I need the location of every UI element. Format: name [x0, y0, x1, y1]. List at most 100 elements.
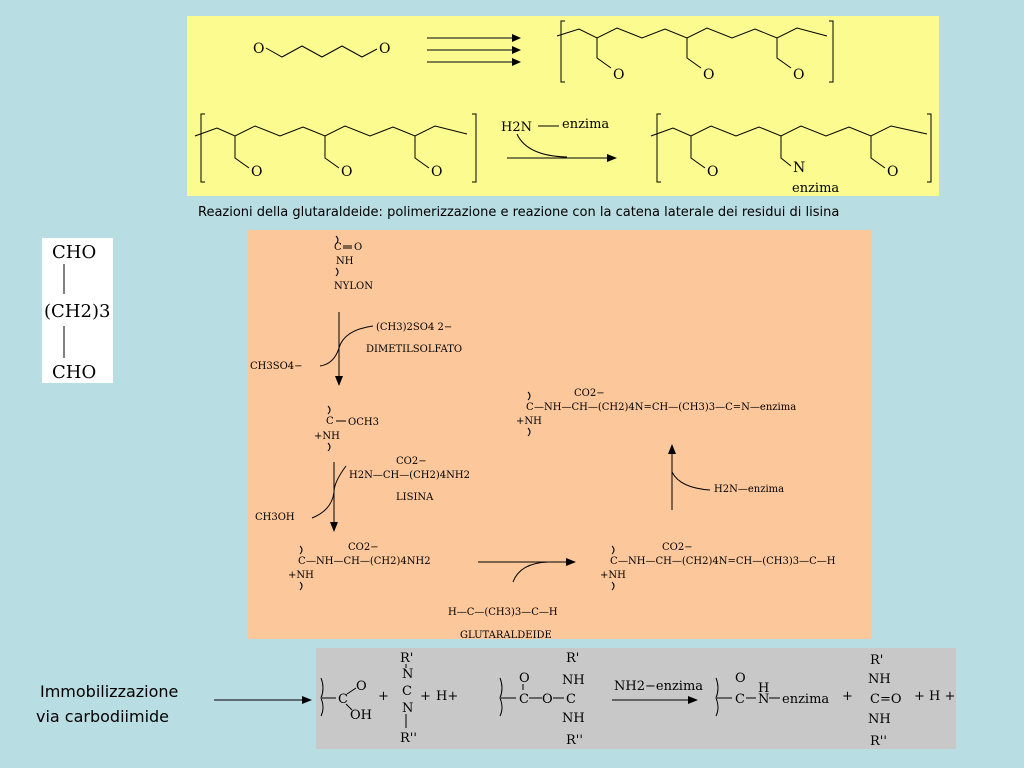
svg-text:R': R'	[870, 653, 883, 668]
urea-byproduct: R' NH C=O NH R''	[868, 653, 902, 749]
svg-text:OH: OH	[350, 708, 372, 723]
svg-text:+: +	[378, 689, 389, 704]
glutaraldehyde-formula-panel: CHO (CH2)3 CHO	[42, 238, 113, 383]
svg-text:enzima: enzima	[562, 117, 609, 132]
svg-text:CO2−: CO2−	[662, 542, 693, 553]
svg-text:+NH: +NH	[516, 416, 542, 427]
svg-text:O: O	[379, 41, 390, 57]
svg-text:O: O	[251, 164, 262, 180]
svg-text:O: O	[887, 164, 898, 180]
svg-text:+NH: +NH	[600, 570, 626, 581]
carbodiimide-diagram: C O OH + R' N C N R'' + H +	[320, 651, 955, 749]
ch2-group: (CH2)3	[44, 301, 110, 322]
svg-text:enzima: enzima	[792, 181, 839, 196]
svg-text:O: O	[542, 692, 553, 707]
carboxylic-acid: C O OH	[320, 677, 372, 723]
svg-text:OCH3: OCH3	[348, 417, 379, 428]
svg-text:N: N	[758, 692, 769, 707]
immobilization-label-2: via carbodiimide	[36, 707, 170, 726]
enzyme-reagent-arrow: NH2−enzima	[612, 679, 703, 704]
imidate-structure: C OCH3 +NH	[314, 405, 379, 452]
cho-bottom: CHO	[52, 362, 96, 383]
svg-text:CO2−: CO2−	[574, 388, 605, 399]
glutaraldehyde-step: H—C—(CH3)3—C—H GLUTARALDEIDE	[448, 558, 576, 639]
enzyme-linked-polymer: O N O enzima	[650, 113, 932, 196]
nylon-activation-diagram: C O NH NYLON (CH3)2SO4 2− DIMETILSOLFATO…	[250, 235, 836, 639]
svg-text:+: +	[420, 689, 431, 704]
svg-text:NH: NH	[868, 712, 891, 727]
carbodiimide-panel: C O OH + R' N C N R'' + H +	[316, 648, 956, 749]
svg-text:O: O	[703, 67, 714, 83]
svg-text:O: O	[519, 671, 530, 686]
svg-text:R'': R''	[400, 731, 417, 746]
svg-text:CO2−: CO2−	[348, 542, 379, 553]
polymerization-arrows	[427, 34, 521, 66]
glutaraldehyde-molecule: O O	[253, 41, 390, 58]
svg-text:N: N	[793, 160, 805, 176]
polymerization-panel: O O O O O O	[187, 16, 939, 196]
svg-text:H: H	[758, 681, 769, 696]
final-product: C —NH—CH—(CH2)4N=CH—(CH3)3—C=N—enzima CO…	[516, 388, 796, 437]
svg-text:LISINA: LISINA	[396, 492, 434, 503]
svg-text:C: C	[610, 556, 618, 567]
svg-text:+ H +: + H +	[914, 689, 955, 704]
enzyme-reaction-arrow: H2N enzima	[501, 117, 617, 162]
svg-text:C=O: C=O	[870, 692, 902, 707]
svg-text:NYLON: NYLON	[334, 281, 373, 292]
svg-text:CH3SO4−: CH3SO4−	[250, 361, 303, 372]
nylon-structure: C O NH NYLON	[334, 235, 373, 292]
svg-text:H2N—CH—(CH2)4NH2: H2N—CH—(CH2)4NH2	[349, 470, 470, 481]
schiff-base-intermediate: C —NH—CH—(CH2)4N=CH—(CH3)3—C—H CO2− +NH	[600, 542, 836, 591]
svg-text:—NH—CH—(CH2)4NH2: —NH—CH—(CH2)4NH2	[306, 556, 431, 567]
svg-text:O: O	[431, 164, 442, 180]
carbodiimide: R' N C N R''	[400, 651, 417, 746]
svg-text:GLUTARALDEIDE: GLUTARALDEIDE	[460, 630, 552, 639]
svg-text:O: O	[707, 164, 718, 180]
svg-text:NH: NH	[868, 672, 891, 687]
enzyme-coupling-step: H2N—enzima	[668, 444, 784, 510]
svg-text:H2N: H2N	[501, 120, 532, 135]
svg-text:C: C	[519, 692, 529, 707]
immobilization-label-1: Immobilizzazione	[40, 682, 179, 701]
svg-text:R'': R''	[870, 734, 887, 749]
svg-text:—NH—CH—(CH2)4N=CH—(CH3)3—C—H: —NH—CH—(CH2)4N=CH—(CH3)3—C—H	[618, 556, 836, 567]
svg-text:H—C—(CH3)3—C—H: H—C—(CH3)3—C—H	[448, 607, 558, 618]
o-acylisourea: C O O C R' NH NH R''	[499, 651, 585, 748]
svg-text:(CH3)2SO4 2−: (CH3)2SO4 2−	[376, 322, 452, 333]
amidine-intermediate: C —NH—CH—(CH2)4NH2 CO2− +NH	[288, 542, 431, 591]
svg-text:C: C	[735, 692, 745, 707]
svg-text:C: C	[402, 684, 412, 699]
cho-top: CHO	[52, 242, 96, 263]
svg-text:R': R'	[400, 651, 413, 666]
svg-text:O: O	[253, 41, 264, 57]
svg-text:C: C	[326, 416, 334, 427]
svg-text:+NH: +NH	[314, 431, 340, 442]
svg-text:NH2−enzima: NH2−enzima	[614, 679, 703, 694]
figure-caption: Reazioni della glutaraldeide: polimerizz…	[198, 205, 840, 220]
svg-text:—NH—CH—(CH2)4N=CH—(CH3)3—C=N—e: —NH—CH—(CH2)4N=CH—(CH3)3—C=N—enzima	[534, 402, 796, 413]
svg-text:enzima: enzima	[782, 692, 829, 707]
svg-text:DIMETILSOLFATO: DIMETILSOLFATO	[366, 344, 462, 355]
svg-text:N: N	[402, 701, 413, 716]
svg-text:CH3OH: CH3OH	[255, 512, 295, 523]
svg-text:O: O	[356, 679, 367, 694]
dms-step: (CH3)2SO4 2− DIMETILSOLFATO CH3SO4−	[250, 312, 462, 386]
svg-text:H2N—enzima: H2N—enzima	[714, 484, 784, 495]
svg-text:+NH: +NH	[288, 570, 314, 581]
svg-text:O: O	[793, 67, 804, 83]
svg-text:R'': R''	[566, 733, 583, 748]
svg-text:O: O	[341, 164, 352, 180]
svg-text:C: C	[298, 556, 306, 567]
svg-text:O: O	[354, 242, 362, 253]
svg-text:R': R'	[566, 651, 579, 666]
svg-text:O: O	[613, 67, 624, 83]
nylon-activation-panel: C O NH NYLON (CH3)2SO4 2− DIMETILSOLFATO…	[248, 230, 872, 639]
svg-text:C: C	[526, 402, 534, 413]
svg-text:N: N	[402, 667, 413, 682]
svg-text:C: C	[338, 692, 348, 707]
polymer-chain-bottom: O O O	[194, 113, 477, 183]
svg-text:+: +	[842, 689, 853, 704]
svg-text:NH: NH	[562, 711, 585, 726]
polymer-chain-top: O O O	[556, 20, 834, 83]
svg-text:NH: NH	[562, 673, 585, 688]
